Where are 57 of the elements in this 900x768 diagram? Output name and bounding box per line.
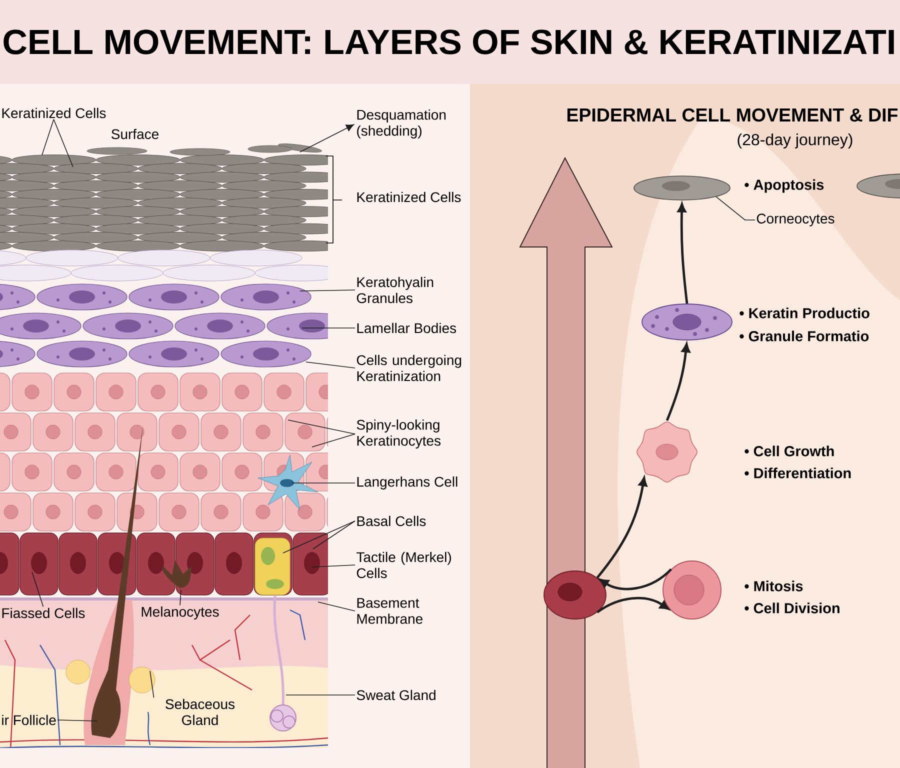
label-text: Cells undergoing Keratinization [356, 354, 462, 382]
bullet-text: • Differentiation [744, 468, 851, 478]
bullet-text: • Granule Formatio [740, 330, 869, 342]
bullet-text: • Cell Growth [744, 446, 834, 456]
leader-line [180, 590, 182, 606]
leader-line [288, 420, 356, 434]
leader-line [312, 520, 356, 550]
bullet-text: • Apoptosis [744, 179, 824, 193]
leader-line [292, 482, 356, 484]
label-text: Lamellar Bodies [357, 322, 456, 334]
cell-drawing [544, 570, 606, 620]
label-text: Langerhans Cell [357, 476, 458, 490]
label-text: Desquamation (shedding) [357, 109, 446, 139]
leader-line [306, 362, 356, 368]
label-text: Keratohyalin Granules [356, 276, 434, 304]
arrow [596, 477, 648, 578]
label-text: Keratinized Cells [2, 108, 106, 118]
label-text: Basement Membrane [357, 598, 422, 624]
leader-line [32, 572, 44, 608]
label-text: Spiny-looking Keratinocytes [356, 419, 440, 449]
leader-line [286, 694, 356, 696]
title: CELL MOVEMENT: LAYERS OF SKIN & KERATINIZATI [4, 30, 894, 54]
leader-line [300, 290, 356, 292]
cell-drawing [662, 560, 722, 620]
bullet-text: • Cell Division [744, 602, 840, 614]
label-text: Fiassed Cells [2, 608, 85, 618]
label-text: Surface [112, 128, 158, 140]
subheading: (28-day journey) [738, 134, 852, 148]
bullet-text: • Keratin Productio [740, 308, 870, 318]
leader-line [716, 196, 756, 220]
label-text: Sebaceous Gland [166, 698, 234, 726]
arrow [677, 203, 688, 304]
cell-drawing [634, 176, 730, 200]
leader-line [312, 434, 356, 448]
cell-drawing [642, 304, 732, 340]
cell-drawing [856, 174, 900, 198]
leader-line [53, 118, 74, 168]
cell-drawing [636, 422, 698, 482]
label-text: Melanocytes [142, 606, 219, 620]
arrow [596, 596, 669, 614]
leader-line [150, 670, 154, 698]
arrow [666, 343, 690, 421]
label-text: Tactile (Merkel) Cells [356, 552, 451, 578]
label-text: ir Follicle [2, 714, 56, 726]
bullet-text: • Mitosis [744, 580, 803, 592]
label-text: Basal Cells [357, 516, 426, 526]
arrow [600, 568, 672, 590]
leader-line [318, 602, 356, 612]
leader-line [57, 720, 98, 722]
section-heading: EPIDERMAL CELL MOVEMENT & DIF [567, 108, 898, 122]
leader-line [282, 520, 356, 554]
leader-line [42, 118, 54, 156]
arrow [300, 124, 354, 152]
label-text: Keratinized Cells [357, 192, 461, 202]
label-text: Sweat Gland [356, 690, 436, 700]
leader-line [312, 564, 356, 568]
label-text: Corneocytes [756, 214, 834, 226]
